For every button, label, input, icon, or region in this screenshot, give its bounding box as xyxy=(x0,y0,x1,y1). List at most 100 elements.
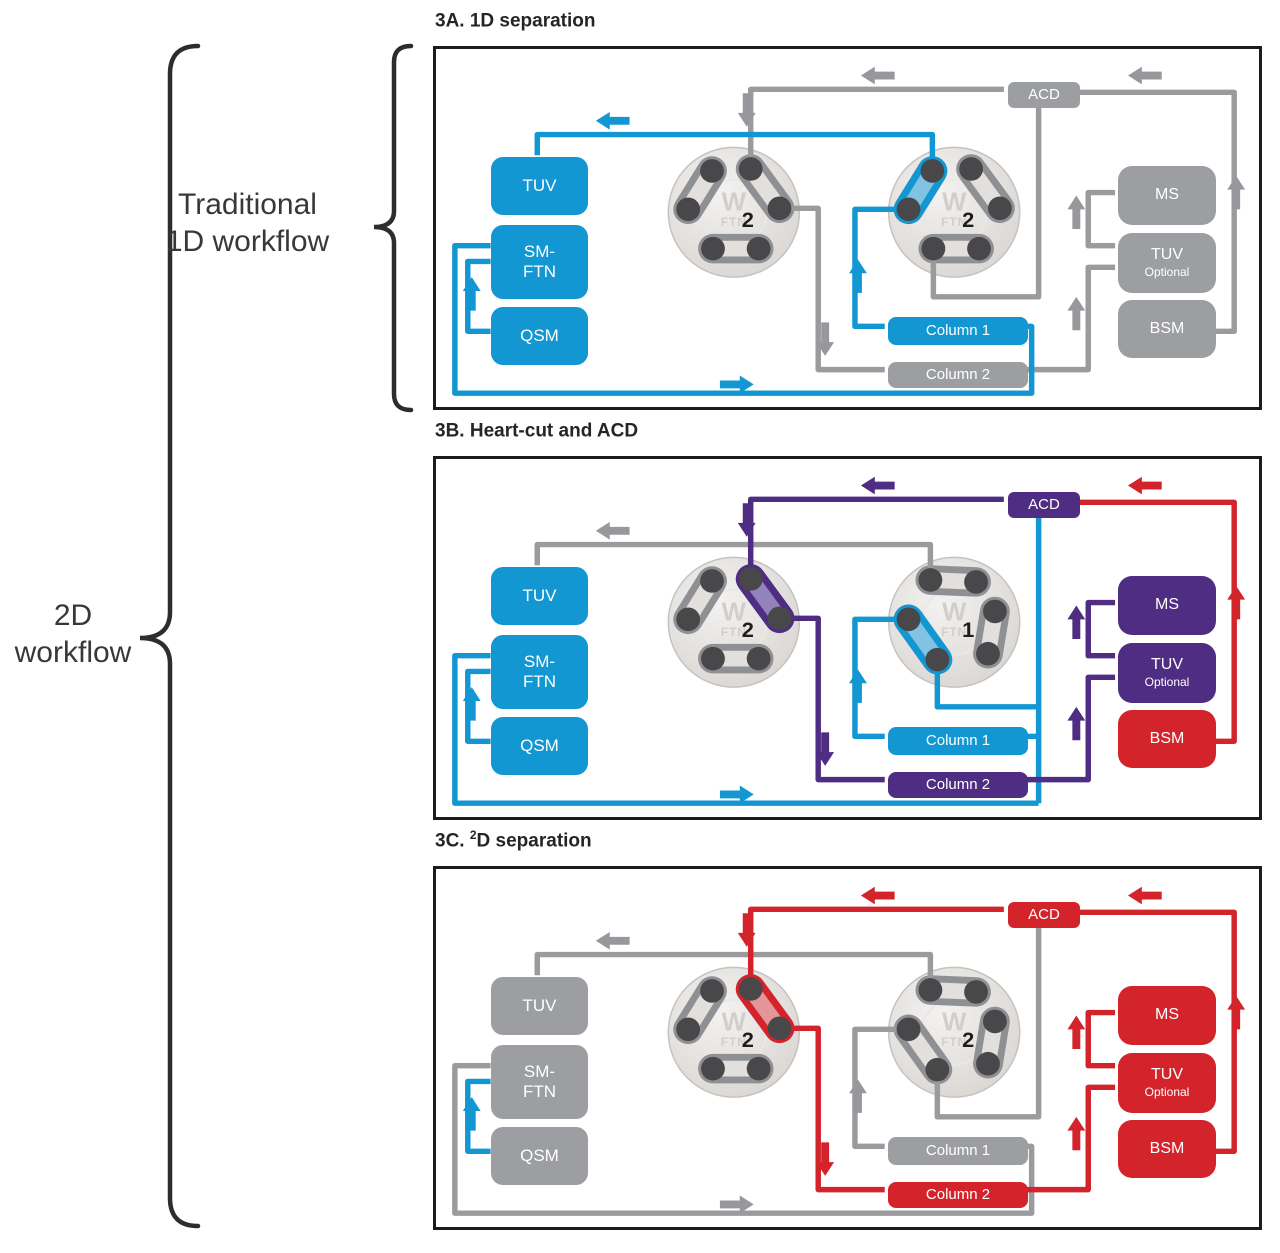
arrow-left-icon xyxy=(860,886,895,905)
acd-box: ACD xyxy=(1008,492,1080,518)
right-valve-label: 2 xyxy=(962,1027,974,1052)
box-label: TUV xyxy=(522,176,557,196)
title-sup: 2 xyxy=(469,828,477,842)
arrow-left-icon xyxy=(595,521,630,540)
ms-box: MS xyxy=(1118,986,1216,1045)
panel-3a-title: 3A. 1D separation xyxy=(435,8,596,32)
line-valve-loop xyxy=(934,659,1039,710)
line-column2-to-tuv-optional xyxy=(1023,264,1116,373)
arrow-up-icon xyxy=(1227,175,1246,210)
flow-lines xyxy=(452,496,1237,806)
line-column2-to-tuv-optional xyxy=(1023,674,1116,783)
panel-3b-diagram: 2 1 xyxy=(452,476,1246,806)
acd-box: ACD xyxy=(1008,902,1080,928)
box-label: TUV xyxy=(1151,656,1183,674)
box-label: ACD xyxy=(1028,496,1060,514)
column1-box: Column 1 xyxy=(888,1137,1028,1165)
arrow-left-icon xyxy=(860,476,895,495)
title-text: D separation xyxy=(476,830,592,852)
qsm-box: QSM xyxy=(491,1127,588,1185)
line-acd-to-valve xyxy=(930,107,1042,300)
column2-box: Column 2 xyxy=(888,362,1028,388)
arrow-left-icon xyxy=(1127,66,1162,85)
line-smftn-to-column1 xyxy=(452,1062,1035,1216)
box-label: FTN xyxy=(522,1082,557,1101)
line-valve-to-tuv xyxy=(534,541,934,580)
arrow-up-icon xyxy=(1227,995,1246,1030)
left-valve-label: 2 xyxy=(742,617,754,642)
left-valve-label: 2 xyxy=(742,207,754,232)
ms-box: MS xyxy=(1118,166,1216,225)
box-label: ACD xyxy=(1028,86,1060,104)
ms-box: MS xyxy=(1118,576,1216,635)
arrow-up-icon xyxy=(1067,1015,1086,1049)
box-label: FTN xyxy=(522,672,557,691)
box-label: SM- xyxy=(523,1062,556,1082)
column1-box: Column 1 xyxy=(888,727,1028,755)
arrow-up-icon xyxy=(1067,195,1086,229)
line-column2-to-tuv-optional xyxy=(1023,1084,1116,1193)
box-label: QSM xyxy=(520,326,559,346)
acd-box: ACD xyxy=(1008,82,1080,108)
line-smftn-to-column1 xyxy=(452,242,1035,396)
arrow-left-icon xyxy=(860,66,895,85)
title-text: 3C. xyxy=(435,830,470,852)
bsm-box: BSM xyxy=(1118,710,1216,768)
line-tuv-optional-to-ms xyxy=(1085,1009,1116,1069)
line-acd-to-valve xyxy=(934,927,1042,1120)
box-label: MS xyxy=(1155,596,1179,614)
box-label: QSM xyxy=(520,1146,559,1166)
title-text: 3A. 1D separation xyxy=(435,10,596,32)
box-label: MS xyxy=(1155,186,1179,204)
box-label: SM- xyxy=(523,242,556,262)
box-label: BSM xyxy=(1149,319,1185,337)
label-traditional-1d-workflow: Traditional 1D workflow xyxy=(140,186,355,260)
box-label: ACD xyxy=(1028,906,1060,924)
line-bsm-to-acd xyxy=(1075,89,1237,334)
box-label: QSM xyxy=(520,736,559,756)
line-bsm-to-acd xyxy=(1075,499,1237,744)
line-valve-to-column2 xyxy=(779,205,885,373)
box-sublabel: Optional xyxy=(1144,1084,1190,1099)
arrow-up-icon xyxy=(1227,585,1246,620)
panel-3b-title: 3B. Heart-cut and ACD xyxy=(435,418,638,442)
box-label: TUV xyxy=(522,586,557,606)
line-valve-to-acd xyxy=(747,86,1004,169)
arrow-left-icon xyxy=(595,111,630,130)
qsm-box: QSM xyxy=(491,307,588,365)
box-label: MS xyxy=(1155,1006,1179,1024)
panel-3c-title: 3C. 2D separation xyxy=(435,828,592,852)
box-label: Column 1 xyxy=(925,1142,991,1160)
panel-3a-diagram: 2 2 xyxy=(452,66,1246,396)
left-valve-label: 2 xyxy=(742,1027,754,1052)
arrow-left-icon xyxy=(1127,476,1162,495)
label-line: workflow xyxy=(14,636,132,669)
bsm-box: BSM xyxy=(1118,1120,1216,1178)
box-label: Column 2 xyxy=(925,1186,991,1204)
arrow-left-icon xyxy=(1127,886,1162,905)
box-sublabel: Optional xyxy=(1144,264,1190,279)
arrow-left-icon xyxy=(595,931,630,950)
right-valve-label: 1 xyxy=(962,617,974,642)
line-valve-to-column2 xyxy=(779,1025,885,1193)
label-line: 1D workflow xyxy=(165,225,330,258)
line-smftn-bottom xyxy=(452,652,1039,806)
panel-3c-diagram: 2 2 xyxy=(452,886,1246,1216)
column1-box: Column 1 xyxy=(888,317,1028,345)
qsm-box: QSM xyxy=(491,717,588,775)
box-label: FTN xyxy=(522,262,557,281)
tuv-box: TUV xyxy=(491,977,588,1035)
box-sublabel: Optional xyxy=(1144,674,1190,689)
column2-box: Column 2 xyxy=(888,1182,1028,1208)
box-label: Column 1 xyxy=(925,322,991,340)
box-label: TUV xyxy=(1151,1066,1183,1084)
line-valve-to-acd xyxy=(747,496,1004,579)
box-label: SM- xyxy=(523,652,556,672)
line-valve-to-column2 xyxy=(779,615,885,783)
label-line: 2D xyxy=(53,599,93,632)
